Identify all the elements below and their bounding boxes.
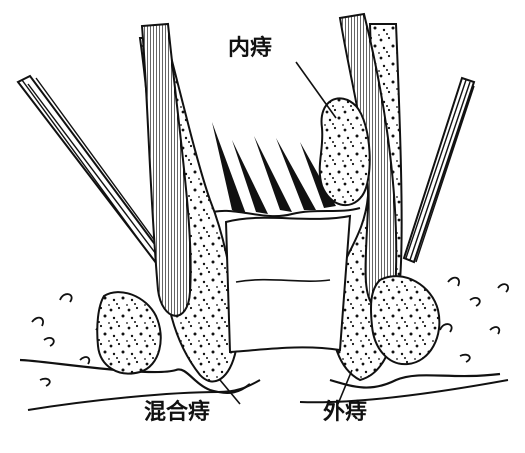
right-retractor xyxy=(404,78,474,262)
left-hatched-band xyxy=(142,24,191,316)
anal-canal-lumen xyxy=(226,216,350,352)
internal-hemorrhoid xyxy=(320,98,370,205)
label-internal-hemorrhoid: 内痔 xyxy=(228,38,272,60)
leader-line-internal xyxy=(296,62,336,118)
left-retractor xyxy=(18,76,168,268)
label-external-hemorrhoid: 外痔 xyxy=(323,402,367,424)
leader-line-external xyxy=(338,370,352,404)
label-mixed-hemorrhoid: 混合痔 xyxy=(144,402,210,424)
